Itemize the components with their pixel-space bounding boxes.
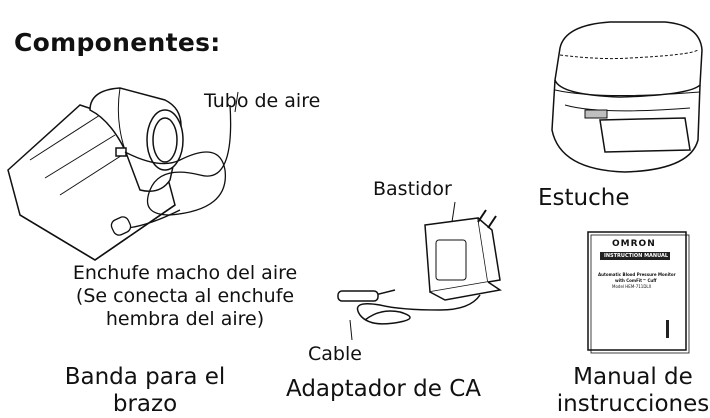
label-enchufe-line1: Enchufe macho del aire <box>72 262 298 284</box>
label-banda-para-el-brazo: Banda para el brazo <box>45 364 245 418</box>
label-bastidor: Bastidor <box>373 178 452 200</box>
label-manual-de-instrucciones: Manual de instrucciones <box>548 364 710 418</box>
label-tubo-de-aire: Tubo de aire <box>204 90 321 112</box>
label-enchufe-macho: Enchufe macho del aire (Se conecta al en… <box>60 262 310 331</box>
instruction-manual-drawing <box>587 231 690 354</box>
label-cable: Cable <box>308 343 362 365</box>
label-manual-line2: instrucciones <box>556 391 710 417</box>
manual-cover-header: INSTRUCTION MANUAL <box>604 253 669 259</box>
label-estuche: Estuche <box>538 185 630 211</box>
label-banda-line1: Banda para el <box>64 364 226 390</box>
carrying-case-drawing <box>551 21 703 173</box>
manual-cover-line2: with ComFit™ Cuff <box>615 278 657 283</box>
arm-cuff-drawing <box>7 87 184 261</box>
label-adaptador-de-ca: Adaptador de CA <box>286 376 482 402</box>
ac-adapter-drawing <box>337 201 502 341</box>
manual-cover-brand: OMRON <box>612 239 656 249</box>
label-manual-line1: Manual de <box>573 364 693 390</box>
label-enchufe-line3: hembra del aire) <box>105 308 265 330</box>
label-banda-line2: brazo <box>112 391 178 417</box>
page-title: Componentes: <box>14 28 221 57</box>
label-enchufe-line2: (Se conecta al enchufe <box>75 285 295 307</box>
manual-cover-line1: Automatic Blood Pressure Monitor <box>598 272 676 277</box>
manual-cover-line3: Model HEM-711DLX <box>612 284 652 289</box>
air-tube-drawing <box>110 91 239 236</box>
